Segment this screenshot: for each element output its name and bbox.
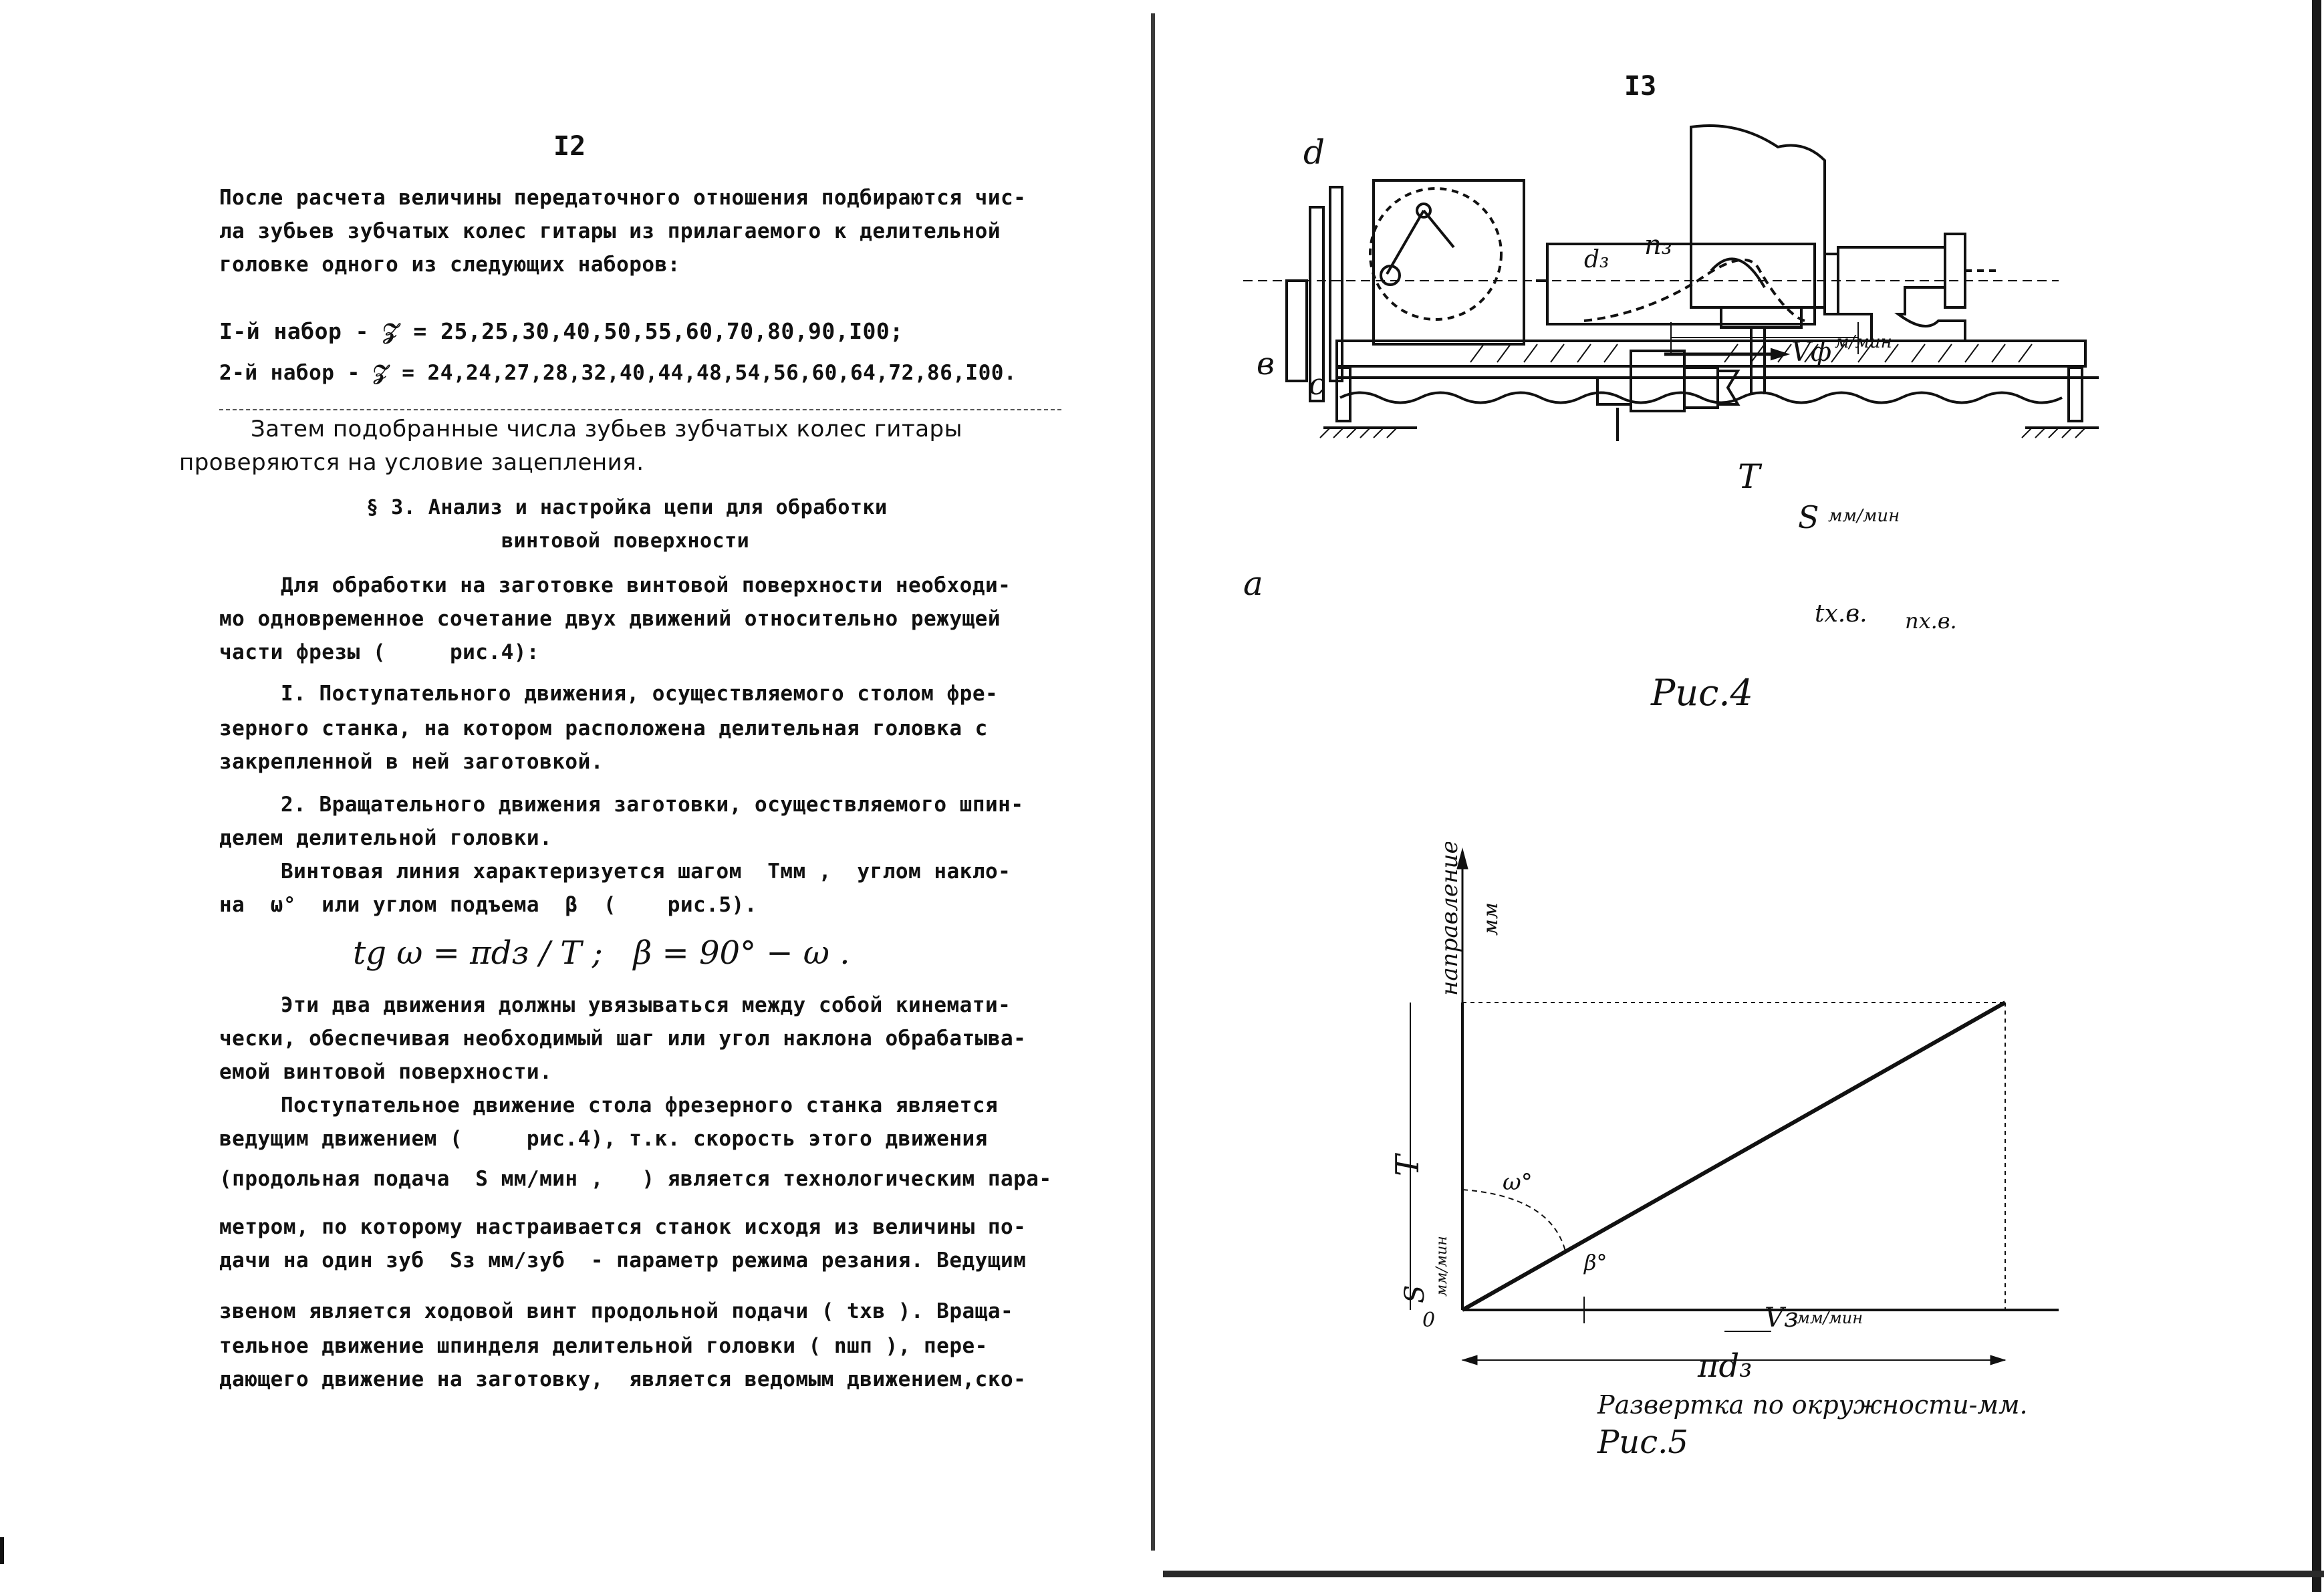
figure-5-helix-development: направление образующей мм T S мм/мин 0 ω… (1390, 842, 2059, 1420)
text-line: зерного станка, на котором расположена д… (219, 716, 988, 741)
label-c: c (1309, 368, 1325, 402)
text-line: ведущим движением ( рис.4), т.к. скорост… (219, 1127, 988, 1151)
label-S-unit: мм/мин (1434, 1236, 1450, 1297)
spindle-housing (1690, 124, 1826, 309)
label-T: T (1390, 1153, 1426, 1176)
label-txv: tх.в. (1815, 600, 1867, 628)
text-line: Поступательное движение стола фрезерного… (281, 1093, 999, 1117)
text-line: Для обработки на заготовке винтовой пове… (281, 573, 1011, 598)
vz-label: Vз (1765, 1303, 1799, 1333)
label-d: d (1303, 133, 1325, 172)
label-vf-unit: м/мин (1835, 332, 1892, 352)
label-b: в (1257, 346, 1275, 382)
label-nxv: nх.в. (1905, 608, 1957, 634)
text-line: закрепленной в ней заготовкой. (219, 750, 604, 774)
text-line: звеном является ходовой винт продольной … (219, 1299, 1014, 1323)
label-S: S (1400, 1285, 1430, 1303)
text-line: делем делительной головки. (219, 826, 553, 850)
text-line: Винтовая линия характеризуется шагом Tмм… (281, 859, 1011, 884)
figure-4-milling-schematic: d в c a n₃ d₃ Vф м/мин T S мм/мин tх.в. … (1243, 124, 2099, 634)
label-n3: n₃ (1644, 230, 1672, 261)
text-line: на ω° или углом подъема β ( рис.5). (219, 893, 757, 917)
pi-dz-label: πd₃ (1697, 1347, 1753, 1385)
text-line: 2-й набор - 𝒵 = 24,24,27,28,32,40,44,48,… (219, 361, 1017, 385)
text-line: проверяются на условие зацепления. (179, 449, 644, 476)
text-line: части фрезы ( рис.4): (219, 640, 540, 664)
figure-5-caption: Рис.5 (1597, 1424, 1688, 1461)
text-line: головке одного из следующих наборов: (219, 253, 680, 277)
figure-4-caption: Рис.4 (1651, 672, 1753, 714)
label-a: a (1243, 564, 1263, 603)
label-T: T (1738, 457, 1763, 496)
section-heading: винтовой поверхности (501, 529, 750, 553)
text-line: дающего движение на заготовку, является … (219, 1367, 1027, 1391)
label-S-unit: мм/мин (1828, 506, 1900, 526)
text-line: чески, обеспечивая необходимый шаг или у… (219, 1027, 1027, 1051)
dashed-rule (219, 409, 1061, 410)
omega-label: ω° (1503, 1169, 1533, 1196)
workpiece (1546, 243, 1816, 325)
text-line: тельное движение шпинделя делительной го… (219, 1334, 988, 1358)
label-S: S (1798, 499, 1819, 535)
text-line: мо одновременное сочетание двух движений… (219, 607, 1001, 631)
page-number-right: I3 (1624, 71, 1657, 102)
text-line: I-й набор - 𝒵 = 25,25,30,40,50,55,60,70,… (219, 318, 904, 344)
unroll-label: Развертка по окружности-мм. (1597, 1390, 2028, 1420)
text-line: 2. Вращательного движения заготовки, осу… (281, 793, 1024, 817)
text-line: (продольная подача S мм/мин , ) является… (219, 1167, 1052, 1191)
left-page-text: После расчета величины передаточного отн… (0, 0, 1136, 1592)
vz-unit: мм/мин (1797, 1309, 1863, 1327)
helix-formula: tg ω = πdз / T ; β = 90° − ω . (353, 934, 850, 972)
text-line: Затем подобранные числа зубьев зубчатых … (251, 416, 962, 442)
y-axis-unit: мм (1479, 902, 1503, 936)
text-line: После расчета величины передаточного отн… (219, 186, 1027, 210)
scan-mark (0, 1537, 4, 1564)
page-number-left: I2 (553, 131, 586, 162)
dividing-head-disk (1369, 187, 1503, 321)
section-heading: § 3. Анализ и настройка цепи для обработ… (366, 496, 888, 519)
beta-label: β° (1583, 1250, 1607, 1275)
text-line: дачи на один зуб Sз мм/зуб - параметр ре… (219, 1248, 1027, 1273)
origin-label: 0 (1422, 1309, 1435, 1332)
label-vf: Vф (1791, 337, 1831, 368)
page-gutter (1151, 13, 1155, 1551)
text-line: Эти два движения должны увязываться межд… (281, 993, 1011, 1017)
text-line: метром, по которому настраивается станок… (219, 1215, 1027, 1239)
text-line: ла зубьев зубчатых колес гитары из прила… (219, 219, 1001, 243)
y-axis-label: направление образующей (1436, 842, 1463, 996)
text-line: I. Поступательного движения, осуществляе… (281, 682, 999, 706)
page-edge-bottom (1163, 1571, 2324, 1577)
page-edge (2312, 0, 2321, 1592)
text-line: емой винтовой поверхности. (219, 1060, 553, 1084)
label-dz: d₃ (1584, 246, 1609, 273)
